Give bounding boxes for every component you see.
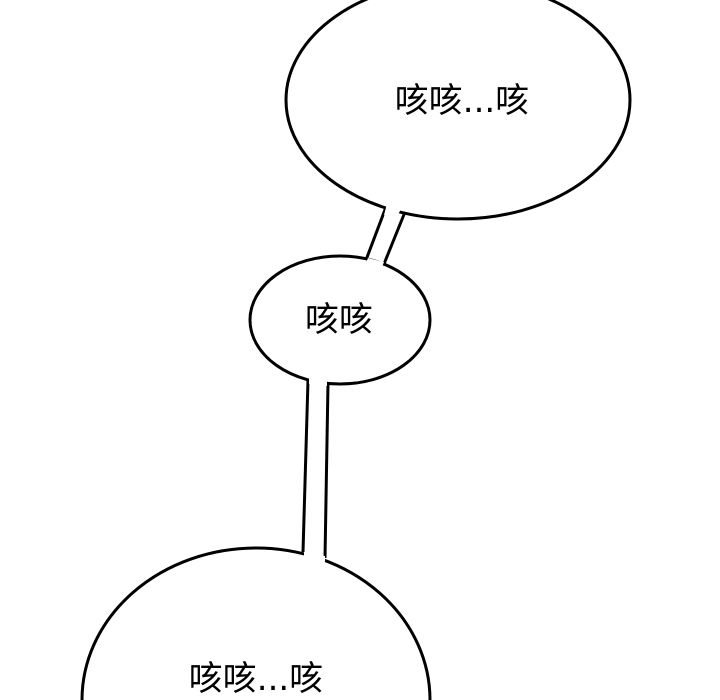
bubble-text-top: 咳咳...咳 [394,81,530,121]
speech-bubble-bottom [80,546,432,700]
bubble-text-middle: 咳咳 [305,300,373,340]
bubble-text-bottom: 咳咳...咳 [188,659,324,699]
speech-bubble-middle [248,254,432,386]
tail-top-to-middle [364,205,407,266]
tail-middle-to-bottom [301,378,330,562]
speech-bubble-top [284,0,632,221]
